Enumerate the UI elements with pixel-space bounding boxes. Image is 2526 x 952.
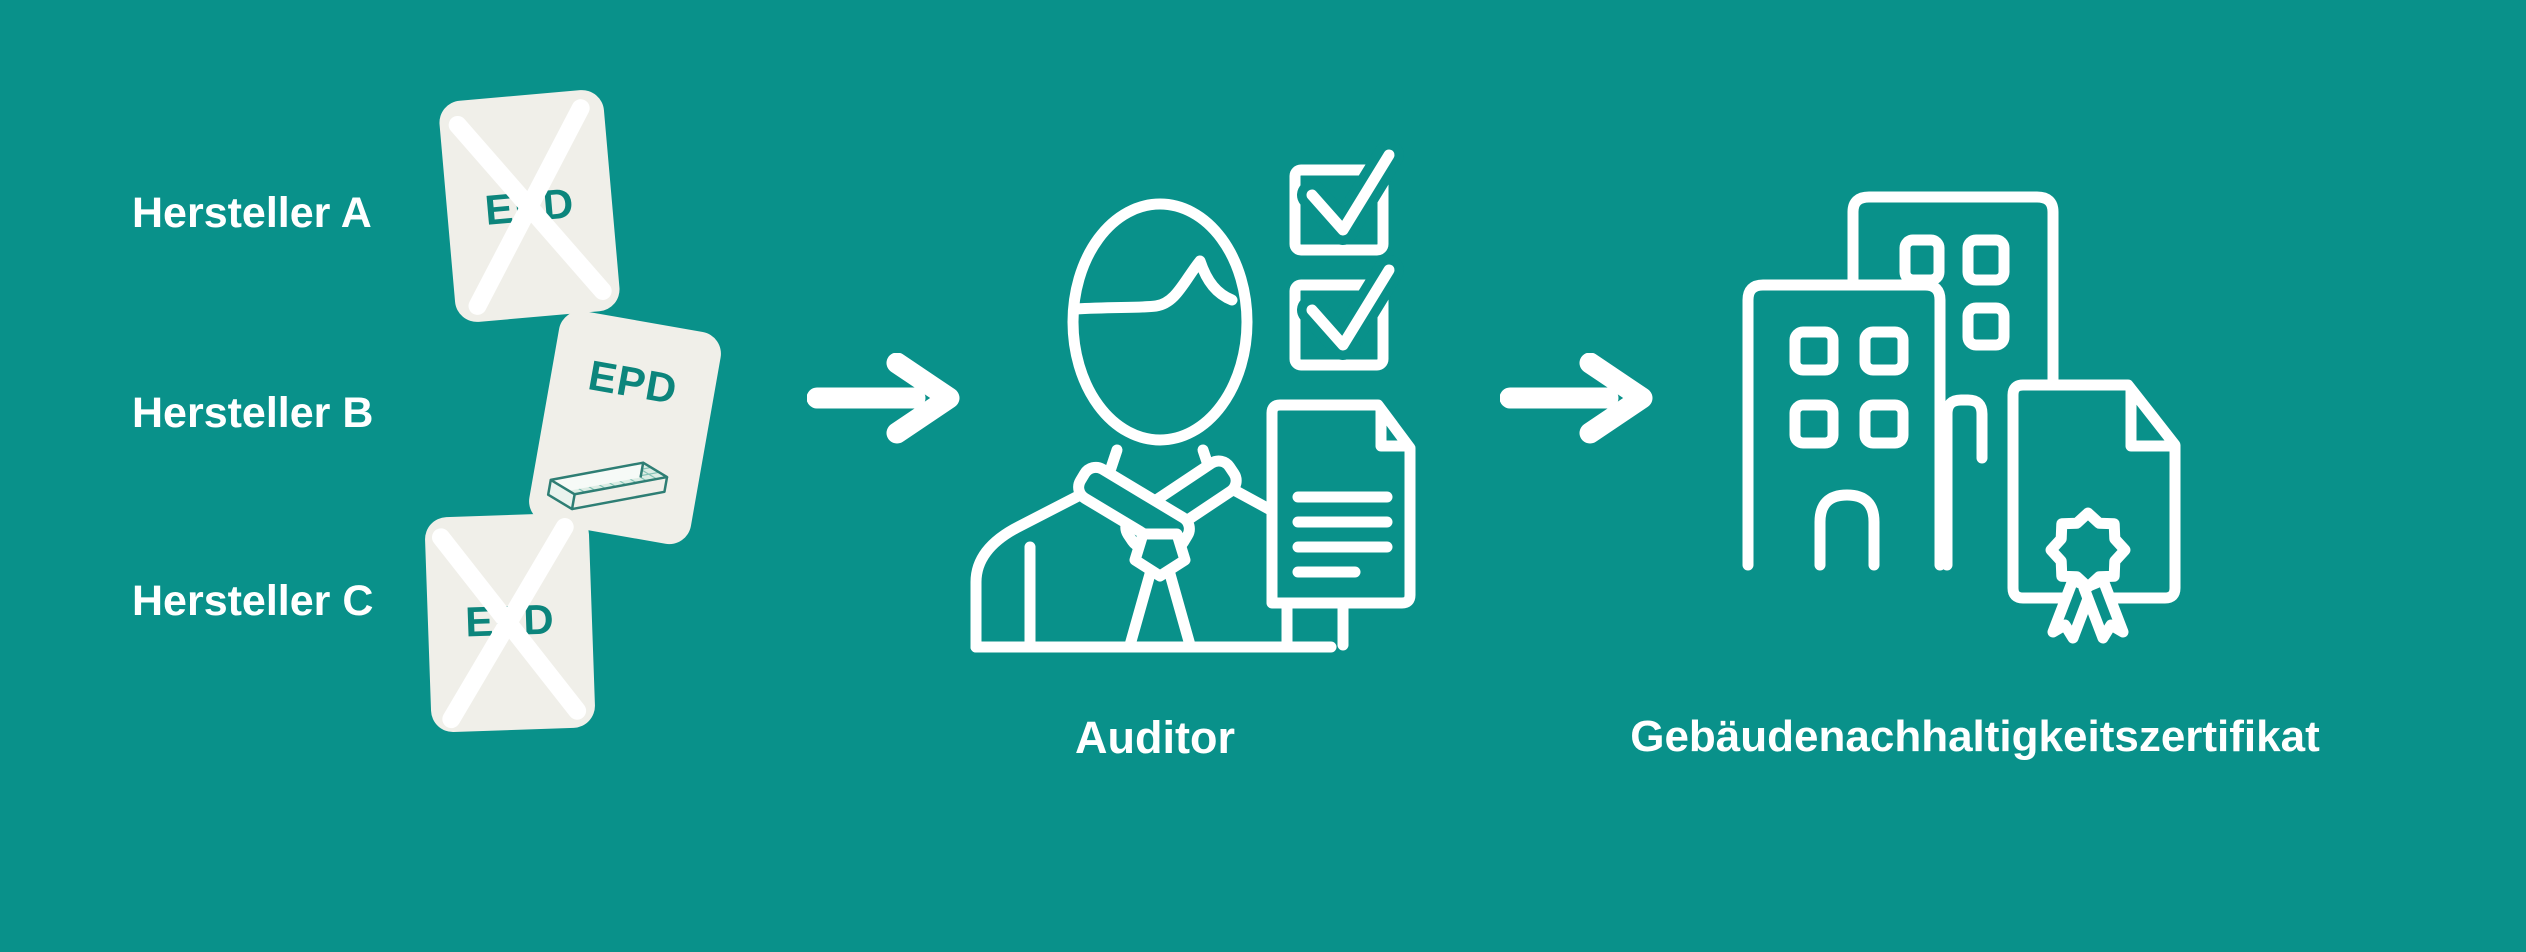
label-hersteller-a: Hersteller A	[132, 189, 372, 237]
report-document-icon	[1266, 399, 1416, 651]
cross-icon	[431, 518, 587, 729]
collar-icon	[1073, 455, 1242, 555]
arrow-right-icon	[1500, 353, 1653, 444]
buildings-icon	[1742, 191, 2181, 644]
rosette-seal-icon	[2045, 507, 2131, 644]
checklist-icon	[1289, 140, 1404, 371]
certificate-caption: Gebäudenachhaltigkeitszertifikat	[1630, 712, 2320, 761]
cross-icon	[448, 99, 612, 315]
material-beam-icon	[546, 461, 669, 511]
label-hersteller-c: Hersteller C	[132, 577, 374, 625]
label-hersteller-b: Hersteller B	[132, 389, 374, 437]
epd-card-b-text: EPD	[584, 351, 682, 414]
door-arch-icon	[1814, 489, 1880, 571]
auditor-caption: Auditor	[1075, 712, 1235, 763]
certificate-document-icon	[2007, 379, 2181, 644]
epd-card-b: EPD	[525, 307, 725, 548]
front-building-icon	[1742, 279, 1946, 571]
auditor-person-icon	[970, 140, 1416, 653]
epd-card-c: EPD	[424, 512, 596, 733]
epd-card-a: EPD	[437, 88, 622, 324]
tie-icon	[1124, 528, 1196, 651]
arrow-right-icon	[807, 353, 960, 444]
